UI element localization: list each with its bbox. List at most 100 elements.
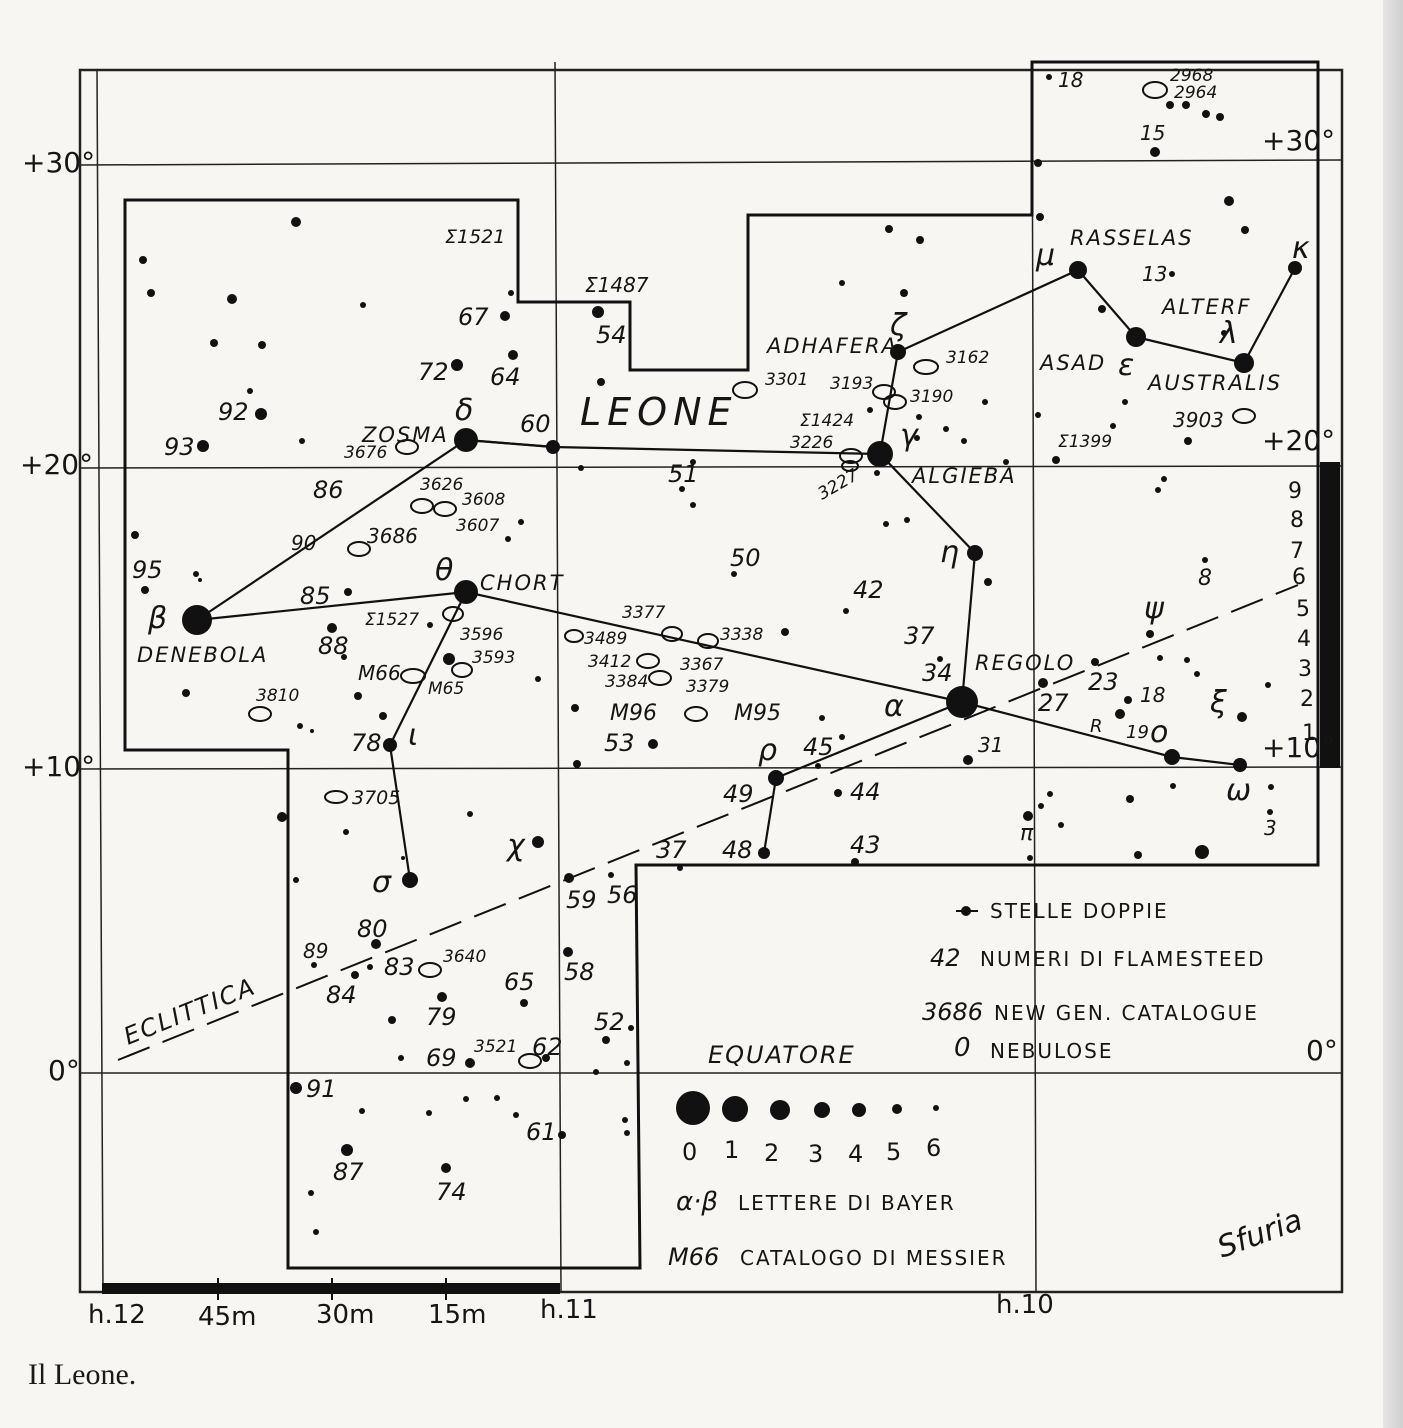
legend-magnitude-dots <box>676 1091 939 1125</box>
svg-text:6: 6 <box>1292 565 1306 590</box>
svg-text:θ: θ <box>435 553 453 588</box>
dec-label-0-right: 0° <box>1306 1034 1338 1067</box>
legend-flamsteed-num: 42 <box>930 944 961 972</box>
svg-text:6: 6 <box>926 1134 941 1162</box>
svg-text:3190: 3190 <box>910 387 953 407</box>
label-chort: CHORT <box>480 571 565 595</box>
star-mu <box>1069 261 1087 279</box>
legend-messier: CATALOGO DI MESSIER <box>740 1246 1008 1270</box>
legend-flamsteed: NUMERI DI FLAMESTEED <box>980 947 1266 971</box>
equator-label: EQUATORE <box>708 1041 856 1069</box>
svg-text:4: 4 <box>1297 627 1311 652</box>
grid-line-ra-12 <box>96 69 104 1293</box>
svg-text:31: 31 <box>978 733 1003 757</box>
stars <box>131 74 1302 1235</box>
svg-text:78: 78 <box>351 729 382 757</box>
svg-text:3384: 3384 <box>605 672 648 692</box>
svg-text:3676: 3676 <box>344 443 387 463</box>
svg-text:3301: 3301 <box>765 370 808 390</box>
svg-text:95: 95 <box>132 556 163 584</box>
svg-text:χ: χ <box>505 828 526 863</box>
svg-text:64: 64 <box>490 363 521 391</box>
grid-line-dec-20 <box>79 465 1343 469</box>
svg-text:ζ: ζ <box>889 308 908 343</box>
star-denebola <box>182 605 212 635</box>
svg-text:93: 93 <box>164 433 195 461</box>
svg-text:54: 54 <box>596 321 627 349</box>
label-australis: AUSTRALIS <box>1146 371 1282 395</box>
dec-scale-bar <box>1320 462 1340 768</box>
svg-text:90: 90 <box>291 531 316 555</box>
svg-text:3367: 3367 <box>680 655 723 675</box>
star-48 <box>758 847 770 859</box>
svg-text:3640: 3640 <box>443 947 486 967</box>
chart-grid <box>78 61 1344 1294</box>
star-60 <box>546 440 560 454</box>
figure-caption: Il Leone. <box>28 1358 137 1391</box>
svg-text:2: 2 <box>1300 687 1314 712</box>
star-zosma <box>454 428 478 452</box>
star-eta <box>967 545 983 561</box>
svg-text:48: 48 <box>722 836 753 864</box>
star-epsilon <box>1126 327 1146 347</box>
nebulae <box>248 81 1256 1069</box>
dec-label-20-left: +20° <box>20 448 93 481</box>
svg-text:Σ1521: Σ1521 <box>445 226 505 248</box>
grid-line-ra-10 <box>1031 61 1037 1293</box>
svg-text:5: 5 <box>1296 597 1310 622</box>
svg-text:72: 72 <box>418 358 449 386</box>
grid-line-ra-11 <box>554 61 562 1293</box>
grid-line-dec-30 <box>79 159 1343 166</box>
legend-ngc: NEW GEN. CATALOGUE <box>994 1001 1259 1025</box>
svg-text:89: 89 <box>303 939 328 963</box>
svg-text:43: 43 <box>850 831 881 859</box>
svg-text:3: 3 <box>808 1140 823 1168</box>
svg-text:0: 0 <box>682 1138 697 1166</box>
svg-text:3193: 3193 <box>830 374 873 394</box>
svg-text:3162: 3162 <box>946 348 989 368</box>
svg-text:3810: 3810 <box>256 686 299 706</box>
dec-label-30-left: +30° <box>22 146 95 179</box>
legend-doubles: STELLE DOPPIE <box>990 899 1169 923</box>
svg-text:8: 8 <box>1290 508 1304 533</box>
legend-bayer: LETTERE DI BAYER <box>738 1191 956 1215</box>
label-zosma: ZOSMA <box>361 423 449 447</box>
label-asad: ASAD <box>1038 351 1106 375</box>
svg-text:2968: 2968 <box>1170 66 1213 86</box>
svg-text:83: 83 <box>384 953 415 981</box>
svg-text:61: 61 <box>526 1118 557 1146</box>
svg-text:15: 15 <box>1140 121 1165 145</box>
svg-text:Σ1527: Σ1527 <box>365 610 419 630</box>
svg-text:27: 27 <box>1038 689 1069 717</box>
svg-text:34: 34 <box>922 659 953 687</box>
svg-text:52: 52 <box>594 1008 625 1036</box>
svg-text:69: 69 <box>426 1044 457 1072</box>
constellation-title: LEONE <box>580 390 738 434</box>
svg-text:σ: σ <box>372 865 392 900</box>
svg-text:γ: γ <box>900 418 920 453</box>
svg-text:ρ: ρ <box>758 733 777 768</box>
svg-text:2964: 2964 <box>1174 83 1217 103</box>
star-kappa <box>1288 261 1302 275</box>
star-omega <box>1233 758 1247 772</box>
svg-text:18: 18 <box>1140 683 1165 707</box>
svg-text:1: 1 <box>724 1136 739 1164</box>
svg-text:3607: 3607 <box>456 516 499 536</box>
outer-frame <box>78 68 1344 1294</box>
svg-text:3226: 3226 <box>790 433 833 453</box>
svg-text:3227: 3227 <box>815 465 863 504</box>
svg-text:65: 65 <box>504 968 535 996</box>
svg-text:58: 58 <box>564 958 595 986</box>
svg-text:4: 4 <box>848 1140 863 1168</box>
svg-text:M95: M95 <box>734 701 781 726</box>
svg-text:3: 3 <box>1298 657 1312 682</box>
svg-text:37: 37 <box>904 622 935 650</box>
ra-label-h11: h.11 <box>540 1295 598 1325</box>
ra-label-15m: 15m <box>428 1300 486 1330</box>
svg-text:13: 13 <box>1142 262 1167 286</box>
svg-text:α: α <box>884 689 904 724</box>
svg-text:δ: δ <box>455 393 473 428</box>
legend-neb-symbol: 0 <box>954 1033 971 1063</box>
svg-text:M66: M66 <box>358 661 401 685</box>
